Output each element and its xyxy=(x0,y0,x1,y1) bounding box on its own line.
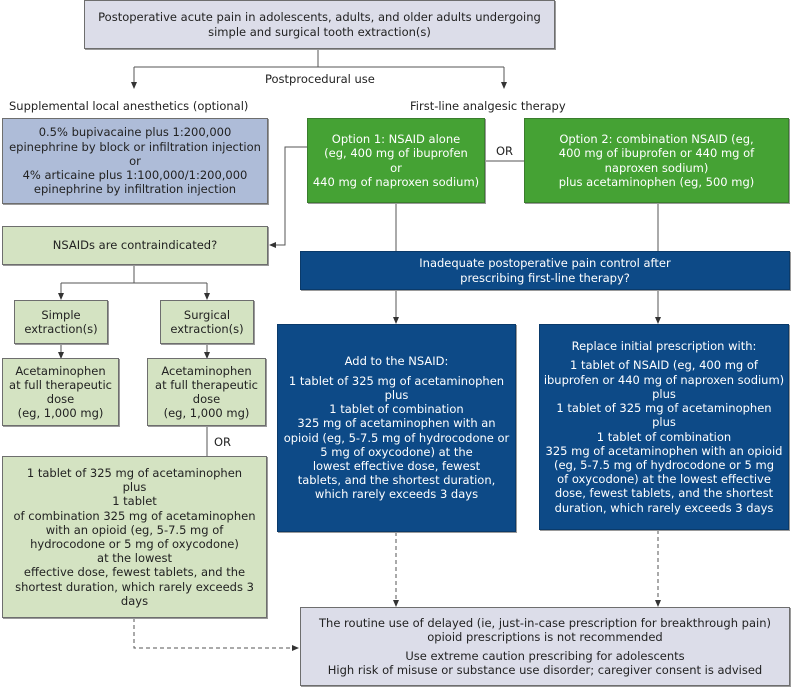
bottom-warning-box-line: The routine use of delayed (ie, just-in-… xyxy=(319,615,771,630)
anesthetics-box-line: epinephrine by block or infiltration inj… xyxy=(9,139,261,154)
acetaminophen-surgical-box-line: at full therapeutic xyxy=(155,377,258,392)
contraindicated-box: NSAIDs are contraindicated? xyxy=(2,226,268,265)
replace-box-line: of oxycodone) at the lowest effective xyxy=(557,472,771,487)
combo-left-box-line: plus xyxy=(122,480,147,495)
option2-box-line: 400 mg of ibuprofen or 440 mg of xyxy=(558,146,755,161)
acetaminophen-simple-box-line: dose xyxy=(46,392,75,406)
replace-box-line: (eg, 5-7.5 mg of hydrocodone or 5 mg xyxy=(554,457,774,472)
add-nsaid-box-line: tablets, and the shortest duration, xyxy=(297,473,496,488)
option1-box-line: Option 1: NSAID alone xyxy=(331,132,461,147)
acetaminophen-surgical-box-line: dose xyxy=(192,392,221,406)
bottom-warning-box-line: Use extreme caution prescribing for adol… xyxy=(405,649,685,663)
replace-box-line: 1 tablet of combination xyxy=(596,429,732,444)
add-nsaid-box-heading: Add to the NSAID: xyxy=(344,354,449,369)
option2-box-line: Option 2: combination NSAID (eg, xyxy=(559,132,754,147)
label-postprocedural: Postprocedural use xyxy=(265,72,375,86)
option2-box: Option 2: combination NSAID (eg,400 mg o… xyxy=(524,118,789,203)
replace-box-line: 1 tablet of NSAID (eg, 400 mg of xyxy=(570,358,758,373)
top-condition-box-main: Postoperative acute pain in adolescents,… xyxy=(84,0,555,49)
replace-box-heading: Replace initial prescription with: xyxy=(571,339,757,354)
add-nsaid-box-line: opioid (eg, 5-7.5 mg of hydrocodone or xyxy=(283,430,510,445)
acetaminophen-simple-box-line: (eg, 1,000 mg) xyxy=(17,406,104,421)
add-nsaid-box-line: 5 mg of oxycodone) at the xyxy=(320,444,473,459)
option1-box-line: or xyxy=(390,160,402,175)
top-condition-box-main-line: Postoperative acute pain in adolescents,… xyxy=(98,10,541,25)
combo-left-box-line: with an opioid (eg, 5-7.5 mg of xyxy=(45,522,224,537)
label-or-surgical: OR xyxy=(214,435,232,449)
replace-box-line: 325 mg of acetaminophen with an opioid xyxy=(545,443,783,458)
combo-left-box-line: of combination 325 mg of acetaminophen xyxy=(13,508,256,523)
replace-box: Replace initial prescription with: 1 tabl… xyxy=(539,324,789,530)
add-nsaid-box-line: 1 tablet of combination xyxy=(329,402,464,417)
option1-box-line: (eg, 400 mg of ibuprofen xyxy=(324,146,468,161)
label-first-line: First-line analgesic therapy xyxy=(410,99,566,113)
acetaminophen-simple-box-line: Acetaminophen xyxy=(15,363,106,378)
surgical-extraction-box-line: extraction(s) xyxy=(170,322,244,336)
surgical-extraction-box-line: Surgical xyxy=(183,307,231,322)
replace-box-line: plus xyxy=(652,415,676,430)
combo-left-box-line: 1 tablet xyxy=(112,494,157,509)
option2-box-line: naproxen sodium) xyxy=(604,160,709,175)
combo-left-box-line: 1 tablet of 325 mg of acetaminophen xyxy=(26,465,243,480)
bottom-warning-box-line: opioid prescriptions is not recommended xyxy=(427,629,663,644)
add-nsaid-box-line: 325 mg of acetaminophen with an xyxy=(297,416,496,431)
inadequate-box: Inadequate postoperative pain control af… xyxy=(300,251,790,290)
combo-left-box-line: days xyxy=(120,593,149,608)
top-condition-box-main-line: simple and surgical tooth extraction(s) xyxy=(208,24,431,39)
contraindicated-text: NSAIDs are contraindicated? xyxy=(52,238,218,253)
combo-left-box-line: effective dose, fewest tablets, and the xyxy=(23,565,246,580)
label-or-options: OR xyxy=(496,144,514,158)
replace-box-line: duration, which rarely exceeds 3 days xyxy=(554,500,774,515)
anesthetics-box-line: 4% articaine plus 1:100,000/1:200,000 xyxy=(22,168,248,183)
anesthetics-box-line: 0.5% bupivacaine plus 1:200,000 xyxy=(38,125,232,140)
combo-left-box-line: shortest duration, which rarely exceeds … xyxy=(15,579,254,594)
acetaminophen-simple-box-line: at full therapeutic xyxy=(9,377,112,392)
replace-box-line: plus xyxy=(652,386,676,401)
replace-box-line: 1 tablet of 325 mg of acetaminophen xyxy=(556,401,772,416)
simple-extraction-box-line: extraction(s) xyxy=(24,322,98,336)
add-nsaid-box-line: lowest effective dose, fewest xyxy=(312,458,481,473)
combo-left-box-line: hydrocodone or 5 mg of oxycodone) xyxy=(30,537,239,551)
inadequate-box-line: Inadequate postoperative pain control af… xyxy=(419,256,671,271)
add-nsaid-box-line: which rarely exceeds 3 days xyxy=(314,487,479,502)
replace-box-line: ibuprofen or 440 mg of naproxen sodium) xyxy=(543,372,785,387)
anesthetics-box-line: or xyxy=(129,153,141,168)
add-nsaid-box: Add to the NSAID: 1 tablet of 325 mg of a… xyxy=(277,324,516,532)
connector-option1-to-contraindicated xyxy=(269,146,308,248)
simple-extraction-box-line: Simple xyxy=(41,307,81,322)
option2-box-line: plus acetaminophen (eg, 500 mg) xyxy=(558,174,755,189)
acetaminophen-surgical-box-line: Acetaminophen xyxy=(161,363,252,378)
combo-left-box-line: at the lowest xyxy=(97,551,172,566)
anesthetics-box-line: epinephrine by infiltration injection xyxy=(33,182,237,197)
acetaminophen-surgical-box-line: (eg, 1,000 mg) xyxy=(163,406,250,421)
bottom-warning-box-line: High risk of misuse or substance use dis… xyxy=(327,663,763,678)
bottom-warning-box: The routine use of delayed (ie, just-in-… xyxy=(300,607,790,686)
option1-box: Option 1: NSAID alone(eg, 400 mg of ibup… xyxy=(307,118,485,203)
add-nsaid-box-line: plus xyxy=(384,387,409,402)
inadequate-box-line: prescribing first-line therapy? xyxy=(460,270,630,285)
replace-box-line: dose, fewest tablets, and the shortest xyxy=(554,486,774,501)
option1-box-line: 440 mg of naproxen sodium) xyxy=(312,174,480,189)
connector-left-dashed xyxy=(133,618,299,651)
label-supplemental: Supplemental local anesthetics (optional… xyxy=(9,99,249,113)
add-nsaid-box-line: 1 tablet of 325 mg of acetaminophen xyxy=(288,373,505,388)
